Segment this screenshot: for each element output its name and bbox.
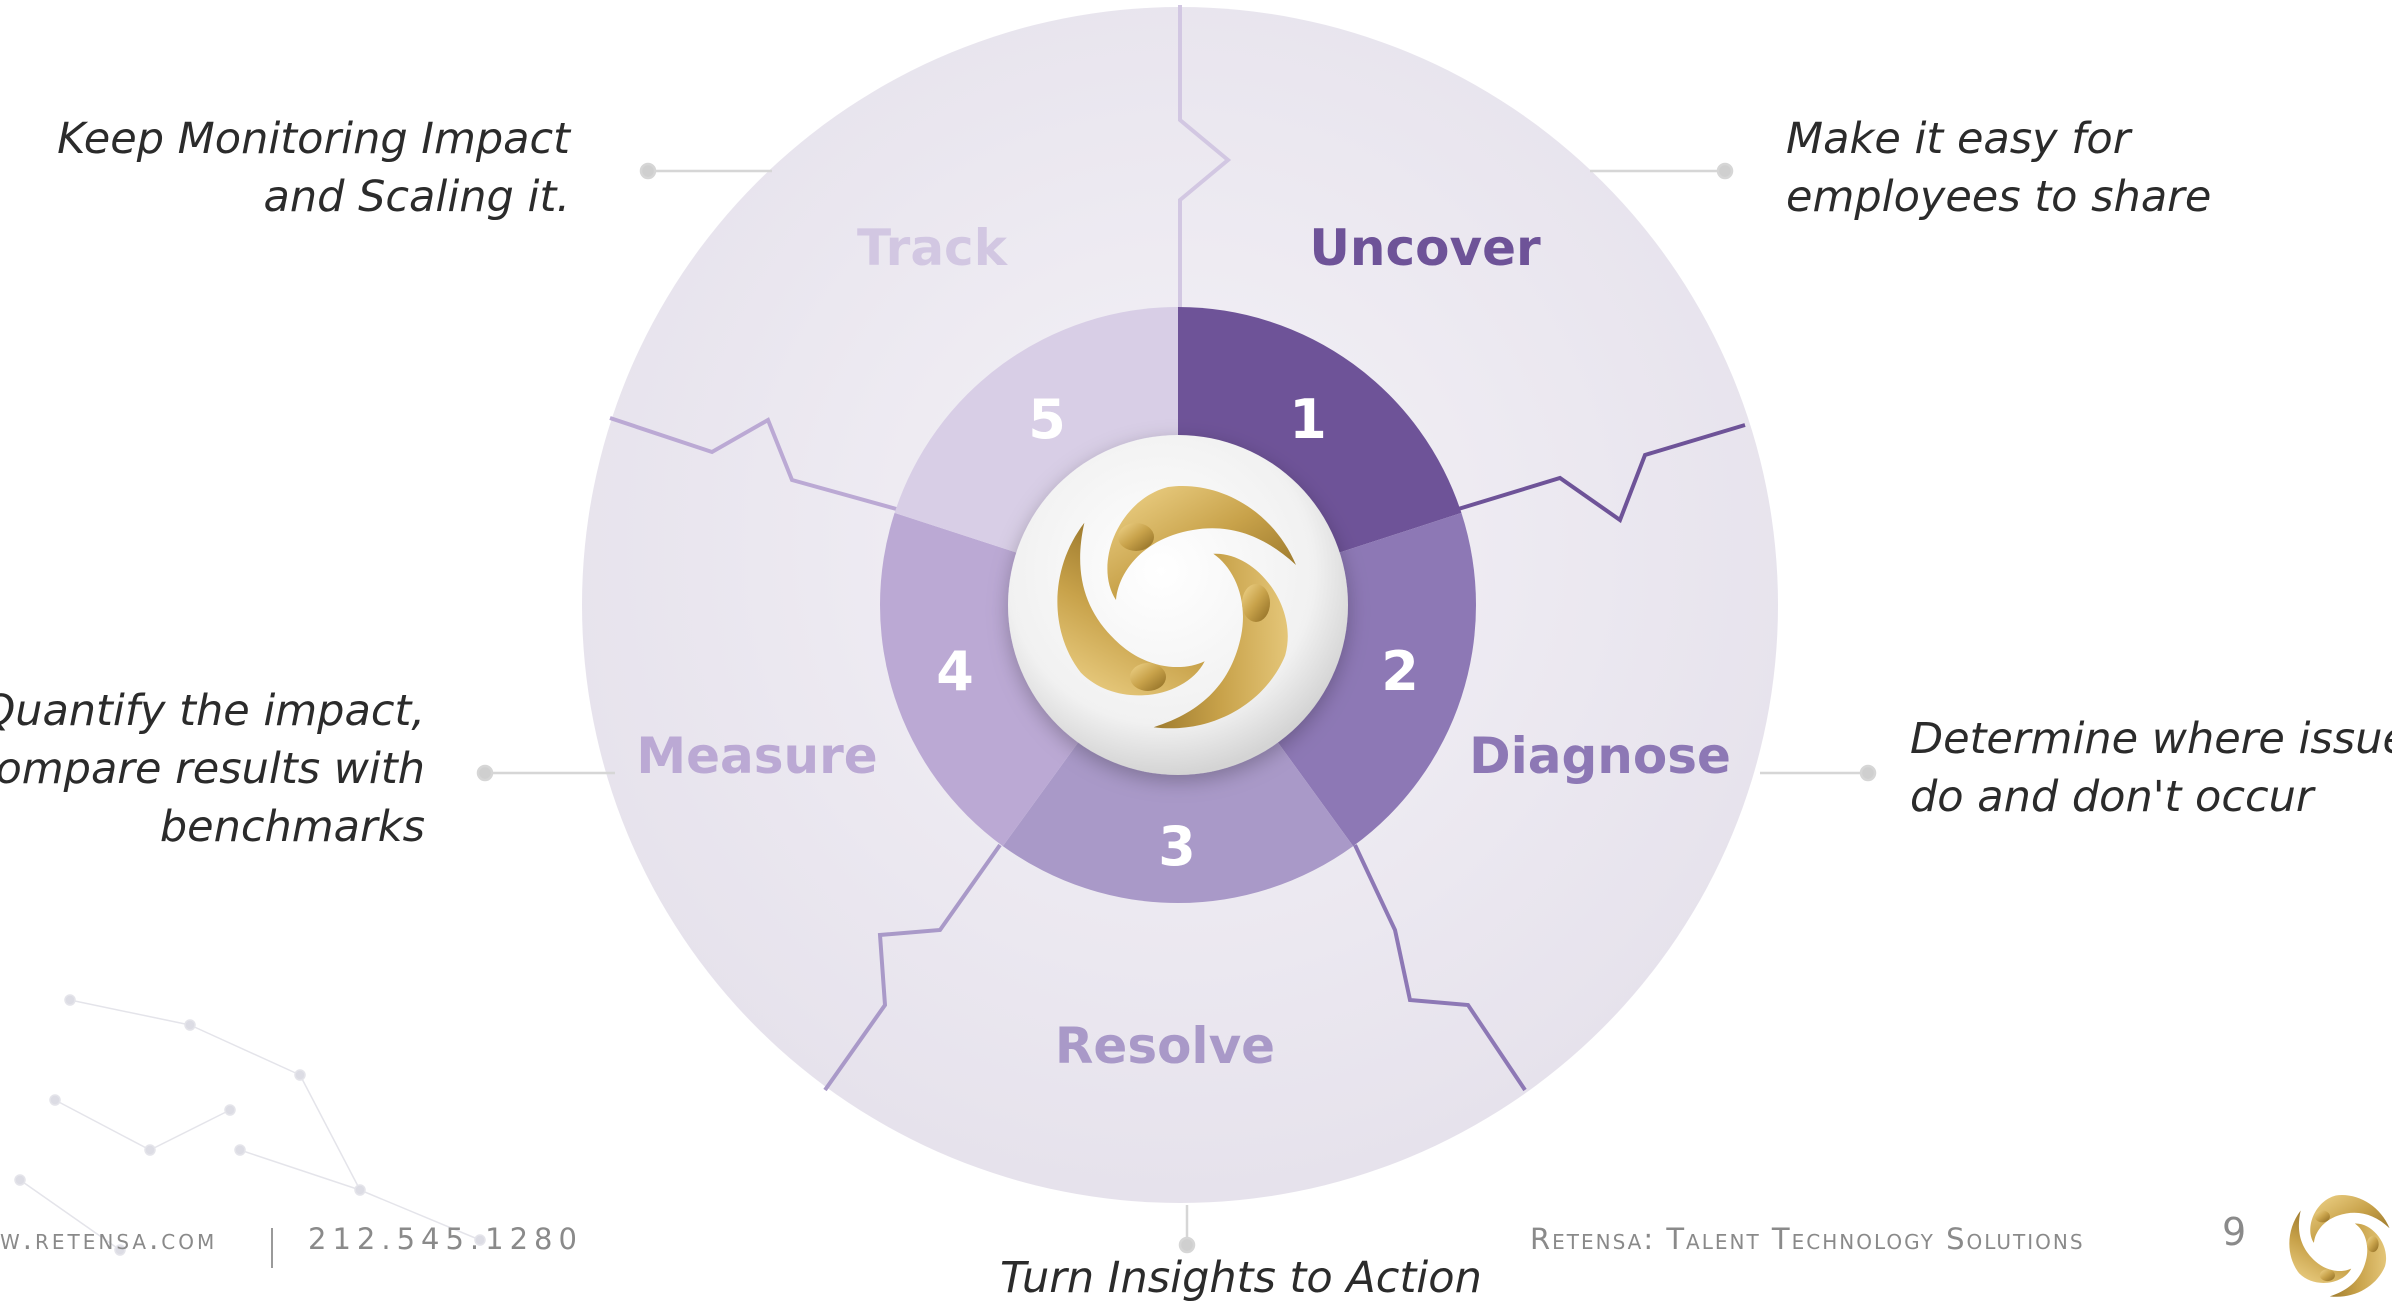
divider-resolve-measure xyxy=(823,843,1002,1092)
stage-number-4: 4 xyxy=(936,640,974,703)
segment-dividers xyxy=(609,5,1746,1092)
divider-uncover-diagnose xyxy=(1454,423,1746,524)
stage-number-5: 5 xyxy=(1028,388,1066,451)
stage-number-3: 3 xyxy=(1158,815,1196,878)
stage-label-track: Track xyxy=(857,219,1009,277)
network-decoration xyxy=(14,994,486,1256)
description-measure-line-1: Quantify the impact, xyxy=(0,686,425,736)
page-number: 9 xyxy=(2222,1210,2247,1254)
connector-dot-track xyxy=(639,162,657,180)
description-diagnose: Determine where issues do and don't occu… xyxy=(1910,710,2392,826)
description-diagnose-line-2: do and don't occur xyxy=(1910,772,2314,822)
connectors xyxy=(476,162,1877,1254)
description-resolve-line-1: Turn Insights to Action xyxy=(1000,1253,1482,1303)
connector-dot-resolve xyxy=(1178,1236,1196,1254)
description-track: Keep Monitoring Impact and Scaling it. xyxy=(57,110,570,226)
description-measure-line-2: compare results with xyxy=(0,744,425,794)
stage-number-2: 2 xyxy=(1381,640,1419,703)
description-diagnose-line-1: Determine where issues xyxy=(1910,714,2392,764)
description-resolve: Turn Insights to Action xyxy=(1000,1249,1482,1307)
description-uncover-line-2: employees to share xyxy=(1786,172,2212,222)
connector-dot-uncover xyxy=(1716,162,1734,180)
stage-label-resolve: Resolve xyxy=(1055,1017,1275,1075)
connector-dot-diagnose xyxy=(1859,764,1877,782)
footer-company: Retensa: Talent Technology Solutions xyxy=(1530,1222,2085,1256)
description-uncover: Make it easy for employees to share xyxy=(1786,110,2211,226)
stage-label-measure: Measure xyxy=(636,727,877,785)
description-uncover-line-1: Make it easy for xyxy=(1786,114,2131,164)
connector-dot-measure xyxy=(476,764,494,782)
footer-phone: 212.545.1280 xyxy=(308,1222,583,1256)
divider-measure-track xyxy=(609,416,901,512)
description-track-line-2: and Scaling it. xyxy=(263,172,570,222)
retensa-logo-icon xyxy=(1057,485,1296,729)
description-measure: Quantify the impact, compare results wit… xyxy=(0,682,425,856)
divider-track-uncover xyxy=(1178,5,1232,310)
stage-label-uncover: Uncover xyxy=(1309,219,1541,277)
footer-logo-icon xyxy=(2289,1195,2390,1297)
footer-website[interactable]: w.retensa.com xyxy=(0,1222,218,1256)
divider-diagnose-resolve xyxy=(1353,844,1527,1092)
stage-label-diagnose: Diagnose xyxy=(1469,727,1731,785)
description-measure-line-3: benchmarks xyxy=(159,802,425,852)
stage-number-1: 1 xyxy=(1289,388,1327,451)
description-track-line-1: Keep Monitoring Impact xyxy=(57,114,570,164)
